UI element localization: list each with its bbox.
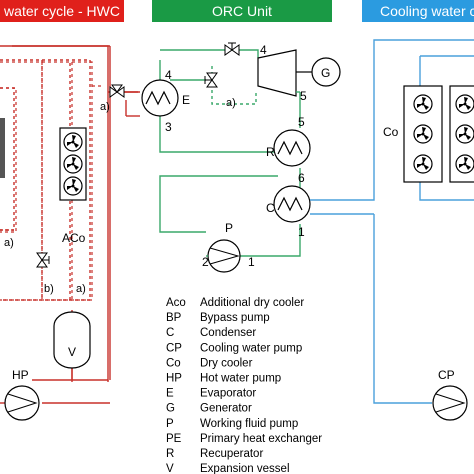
legend-abbr: BP (166, 312, 182, 324)
evaporator (141, 79, 179, 117)
cooling-water-pump (432, 385, 468, 421)
hp-label: HP (12, 368, 29, 382)
vessel-label: V (68, 345, 76, 359)
legend-desc: Expansion vessel (200, 463, 290, 474)
legend-desc: Generator (200, 403, 252, 415)
legend-abbr: R (166, 448, 174, 460)
recuperator-label: R (266, 145, 275, 159)
aco-label: ACo (62, 231, 86, 245)
legend-abbr: E (166, 388, 174, 400)
hwc-dashed-outer (0, 61, 93, 301)
line-label-a-e: a) (100, 101, 110, 113)
legend-desc: Working fluid pump (200, 418, 298, 430)
p-port-1: 1 (248, 255, 255, 269)
header-cooling-text: Cooling water cy (380, 3, 474, 19)
working-fluid-pump (207, 239, 241, 273)
legend-desc: Additional dry cooler (200, 297, 304, 309)
legend-desc: Primary heat exchanger (200, 433, 322, 445)
header-orc: ORC Unit (152, 0, 332, 22)
legend-abbr: Co (166, 357, 181, 369)
line-label-a-aco: a) (76, 283, 86, 295)
line-label-a-left: a) (4, 237, 14, 249)
three-way-valve-hwc (109, 84, 125, 98)
bypass-valve (36, 252, 50, 268)
legend-desc: Recuperator (200, 448, 263, 460)
header-hwc: water cycle - HWC (0, 0, 124, 22)
dry-cooler-label: Co (383, 125, 399, 139)
r-port-6: 6 (298, 171, 305, 185)
dry-cooler (403, 85, 474, 183)
turbine-port-4: 4 (260, 43, 267, 57)
legend-desc: Condenser (200, 327, 256, 339)
hot-water-pump (4, 385, 40, 421)
orc-valve-bypass (204, 72, 218, 88)
pump-p-label: P (225, 221, 233, 235)
legend-abbr: HP (166, 373, 182, 385)
cooling-circuit (310, 39, 474, 404)
condenser-label: C (266, 201, 275, 215)
recuperator (273, 129, 311, 167)
legend-abbr: Aco (166, 297, 186, 309)
line-label-b: b) (44, 283, 54, 295)
turbine-port-5: 5 (300, 89, 307, 103)
r-port-5: 5 (298, 115, 305, 129)
legend-desc: Dry cooler (200, 357, 253, 369)
legend-abbr: V (166, 463, 174, 474)
legend-abbr: C (166, 327, 174, 339)
additional-dry-cooler (59, 127, 87, 201)
legend-abbr: P (166, 418, 174, 430)
header-hwc-text: water cycle - HWC (4, 3, 120, 19)
legend-abbr: PE (166, 433, 182, 445)
header-cooling: Cooling water cy (362, 0, 474, 22)
header-orc-text: ORC Unit (212, 3, 272, 19)
p-port-2: 2 (202, 255, 209, 269)
expansion-vessel (53, 311, 91, 369)
orc-circuit (159, 49, 301, 257)
legend-desc: Evaporator (200, 388, 256, 400)
legend-desc: Hot water pump (200, 373, 281, 385)
turbine (257, 49, 312, 97)
legend-abbr: G (166, 403, 175, 415)
generator (311, 57, 341, 87)
cp-label: CP (438, 368, 455, 382)
legend-desc: Bypass pump (200, 312, 270, 324)
c-port-1: 1 (298, 225, 305, 239)
line-label-a-orc: a) (226, 97, 236, 109)
evaporator-label: E (182, 93, 190, 107)
legend-desc: Cooling water pump (200, 342, 302, 354)
hwc-dashed-inner (0, 87, 17, 233)
primary-heat-exchanger-partial (0, 118, 5, 178)
legend-abbr: CP (166, 342, 182, 354)
orc-valve-top (224, 42, 240, 56)
e-port-4: 4 (165, 68, 172, 82)
generator-label: G (321, 66, 330, 80)
condenser (273, 185, 311, 223)
e-port-3: 3 (165, 120, 172, 134)
